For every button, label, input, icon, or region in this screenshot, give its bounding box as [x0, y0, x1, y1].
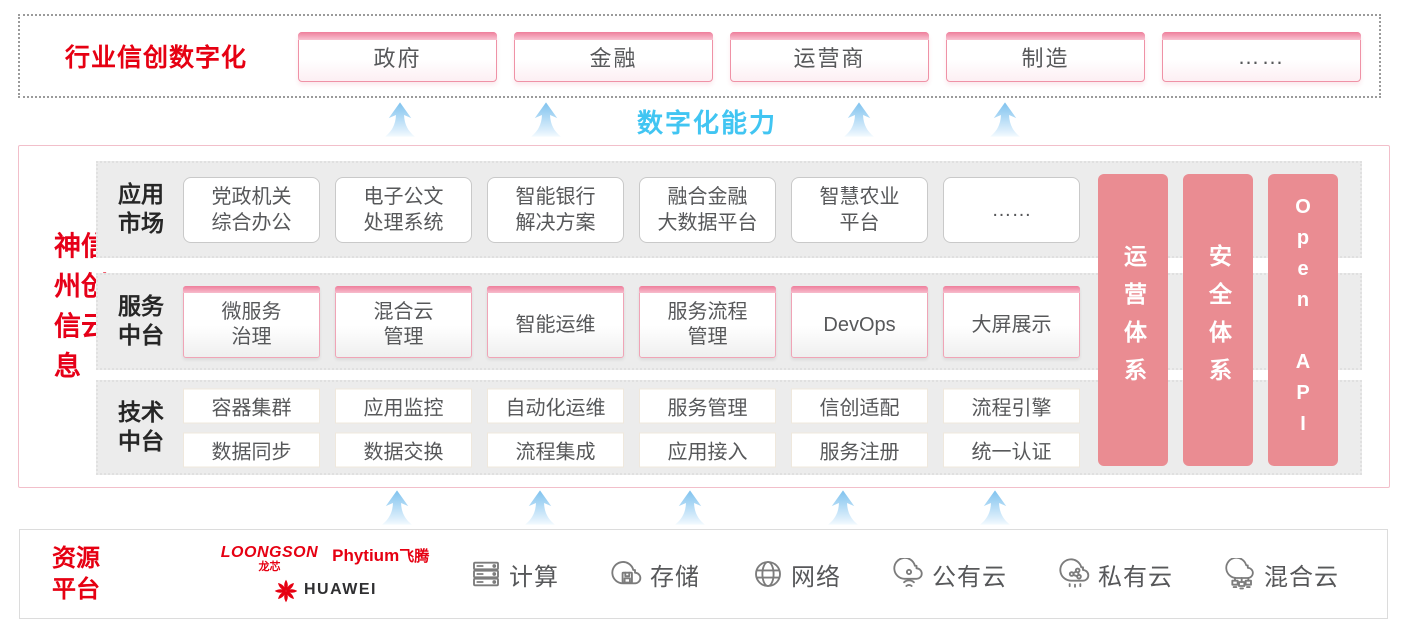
storage-icon	[611, 561, 642, 585]
resource-platform-band: 资源 平台 LOONGSON 龙芯 Phytium飞腾	[19, 529, 1388, 619]
app-box: 电子公文 处理系统	[335, 176, 472, 243]
resource-item-network: 网络	[752, 557, 841, 592]
row-service-platform: 服务 中台 微服务 治理 混合云 管理 智能运维 服务流程 管理 DevOps …	[96, 273, 1362, 370]
service-box: 混合云 管理	[335, 285, 472, 358]
app-box-more: ……	[943, 176, 1080, 243]
industry-band: 行业信创数字化 政府 金融 运营商 制造 ……	[18, 14, 1381, 98]
huawei-logo-text: HUAWEI	[304, 581, 377, 599]
tech-box-row: 容器集群 应用监控 自动化运维 服务管理 信创适配 流程引擎	[183, 388, 1080, 423]
phytium-logo: Phytium飞腾	[332, 545, 429, 566]
arrow-up-icon	[990, 102, 1020, 137]
tech-box: 信创适配	[791, 388, 928, 423]
arrow-up-icon	[844, 102, 874, 137]
tech-box-row: 数据同步 数据交换 流程集成 应用接入 服务注册 统一认证	[183, 432, 1080, 467]
app-box-list: 党政机关 综合办公 电子公文 处理系统 智能银行 解决方案 融合金融 大数据平台…	[183, 176, 1080, 243]
tech-box: 统一认证	[943, 432, 1080, 467]
arrow-up-icon	[531, 102, 561, 137]
industry-box-manufacturing: 制造	[946, 32, 1145, 82]
pillar-operations-label: 运营体系	[1120, 244, 1147, 396]
resource-item-label: 公有云	[932, 563, 1007, 591]
tech-box: 应用接入	[639, 432, 776, 467]
resource-item-hybrid-cloud: 混合云	[1225, 557, 1339, 592]
pillar-security: 安全体系	[1183, 174, 1253, 466]
resource-item-label: 存储	[650, 563, 700, 591]
loongson-logo-text: LOONGSON	[220, 543, 319, 561]
network-icon	[755, 561, 781, 587]
resource-item-label: 计算	[509, 563, 559, 591]
service-box: 微服务 治理	[183, 285, 320, 358]
compute-icon	[473, 561, 499, 587]
loongson-logo-subtext: 龙芯	[258, 560, 281, 573]
industry-band-title: 行业信创数字化	[65, 44, 248, 72]
service-box-list: 微服务 治理 混合云 管理 智能运维 服务流程 管理 DevOps 大屏展示	[183, 285, 1080, 358]
tech-box: 数据同步	[183, 432, 320, 467]
hybrid-cloud-icon	[1225, 558, 1254, 590]
phytium-logo-text: Phytium	[332, 545, 400, 565]
resource-item-label: 混合云	[1264, 563, 1339, 591]
tech-box: 服务注册	[791, 432, 928, 467]
arrow-up-icon	[675, 490, 705, 525]
row-service-platform-label: 服务 中台	[118, 292, 164, 349]
industry-box-government: 政府	[298, 32, 497, 82]
industry-box-more: ……	[1162, 32, 1361, 82]
resource-item-compute: 计算	[470, 557, 559, 592]
tech-box: 流程集成	[487, 432, 624, 467]
pillar-operations: 运营体系	[1098, 174, 1168, 466]
arrow-up-icon	[525, 490, 555, 525]
resource-item-list: 计算 存储 网络	[470, 530, 1339, 618]
pillar-security-label: 安全体系	[1205, 244, 1232, 396]
loongson-logo: LOONGSON 龙芯	[220, 543, 319, 574]
huawei-flower-icon	[274, 579, 298, 603]
industry-box-list: 政府 金融 运营商 制造 ……	[298, 32, 1361, 82]
vendor-logo-group: LOONGSON 龙芯 Phytium飞腾 HUAWE	[200, 543, 450, 603]
industry-box-telecom: 运营商	[730, 32, 929, 82]
capability-label: 数字化能力	[637, 108, 778, 138]
resource-platform-label: 资源 平台	[52, 544, 100, 603]
resource-item-storage: 存储	[611, 557, 700, 592]
tech-box-grid: 容器集群 应用监控 自动化运维 服务管理 信创适配 流程引擎 数据同步 数据交换…	[183, 388, 1080, 467]
row-tech-platform: 技术 中台 容器集群 应用监控 自动化运维 服务管理 信创适配 流程引擎 数据同…	[96, 380, 1362, 475]
arrow-up-icon	[385, 102, 415, 137]
app-box: 智慧农业 平台	[791, 176, 928, 243]
app-box: 党政机关 综合办公	[183, 176, 320, 243]
tech-box: 流程引擎	[943, 388, 1080, 423]
arrow-up-icon	[980, 490, 1010, 525]
phytium-logo-subtext: 飞腾	[399, 547, 430, 565]
resource-item-public-cloud: 公有云	[893, 557, 1007, 592]
resource-item-label: 网络	[791, 563, 841, 591]
pillar-open-api-label: Open API	[1292, 196, 1314, 444]
tech-box: 应用监控	[335, 388, 472, 423]
huawei-logo: HUAWEI	[200, 577, 450, 603]
arrow-up-icon	[382, 490, 412, 525]
pillar-open-api: Open API	[1268, 174, 1338, 466]
platform-box: 神州信息信创云 应用 市场 党政机关 综合办公 电子公文 处理系统 智能银行 解…	[18, 145, 1390, 488]
arrow-up-icon	[828, 490, 858, 525]
tech-box: 数据交换	[335, 432, 472, 467]
public-cloud-icon	[893, 558, 923, 587]
row-app-market: 应用 市场 党政机关 综合办公 电子公文 处理系统 智能银行 解决方案 融合金融…	[96, 161, 1362, 258]
tech-box: 容器集群	[183, 388, 320, 423]
tech-box: 自动化运维	[487, 388, 624, 423]
tech-box: 服务管理	[639, 388, 776, 423]
app-box: 智能银行 解决方案	[487, 176, 624, 243]
service-box: 服务流程 管理	[639, 285, 776, 358]
resource-item-label: 私有云	[1098, 563, 1173, 591]
row-tech-platform-label: 技术 中台	[118, 398, 164, 455]
app-box: 融合金融 大数据平台	[639, 176, 776, 243]
private-cloud-icon	[1059, 558, 1090, 590]
industry-box-finance: 金融	[514, 32, 713, 82]
resource-item-private-cloud: 私有云	[1059, 557, 1173, 592]
row-app-market-label: 应用 市场	[118, 180, 164, 237]
service-box: 大屏展示	[943, 285, 1080, 358]
service-box: DevOps	[791, 285, 928, 358]
service-box: 智能运维	[487, 285, 624, 358]
